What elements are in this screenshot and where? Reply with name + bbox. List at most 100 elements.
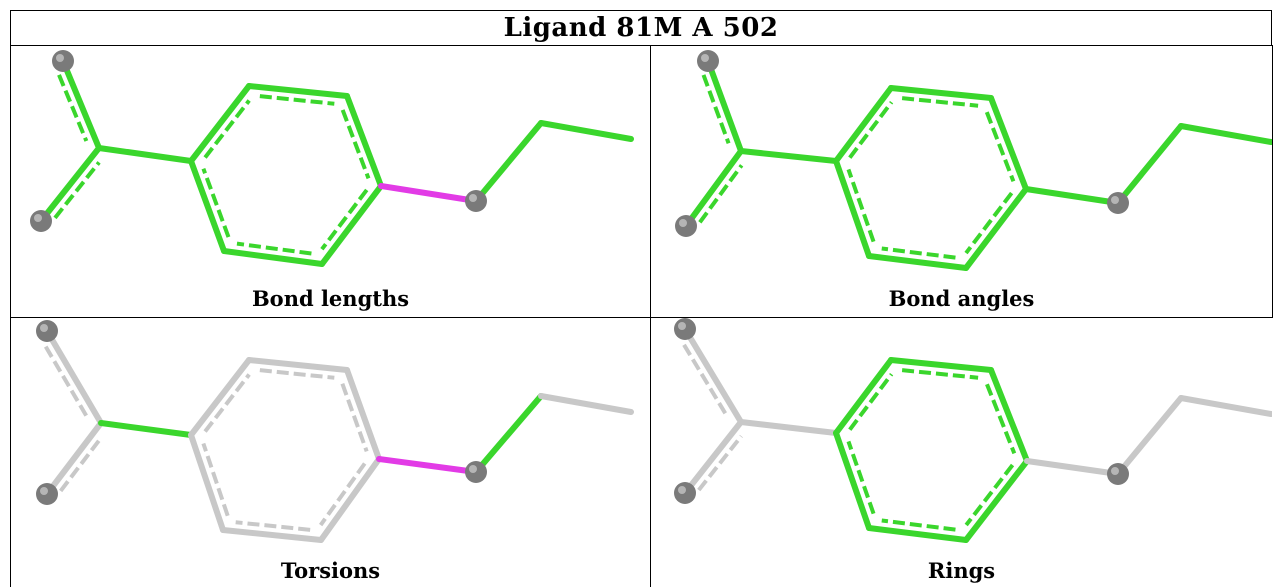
atom-O-sphere	[1107, 463, 1129, 485]
bond-R1-R2-dashed	[848, 372, 894, 431]
bond-A3-R1	[98, 420, 194, 438]
bond-A1-A3	[60, 58, 102, 151]
atom-A2-sphere	[36, 483, 58, 505]
bond-O-C2	[1115, 123, 1184, 206]
atom-A2-sphere	[675, 215, 697, 237]
bond-C2-C3	[1178, 123, 1272, 145]
bond-R5-R6	[220, 527, 324, 543]
bond-R4-R5-dashed	[964, 191, 1014, 255]
atom-A2-highlight	[679, 219, 687, 227]
bond-R6-R1-dashed	[201, 168, 231, 238]
bond-A3-R1	[738, 419, 839, 436]
panel-bond-lengths: Bond lengths	[11, 46, 650, 317]
atom-A2-highlight	[40, 487, 48, 495]
caption-bond-angles: Bond angles	[888, 286, 1035, 311]
atom-O-highlight	[1111, 196, 1119, 204]
atom-O-highlight	[469, 465, 477, 473]
atom-A1-highlight	[701, 54, 709, 62]
bond-R6-R1	[833, 430, 872, 531]
bond-R5-R6-dashed	[881, 246, 956, 260]
bond-R3-R4-dashed	[340, 109, 371, 180]
bond-C2-C3	[1178, 395, 1272, 417]
atom-A1-highlight	[678, 322, 686, 330]
bond-C2-C3	[538, 393, 634, 415]
grid-middle-line	[10, 317, 1273, 318]
bond-R1-R2	[188, 357, 252, 438]
bond-R5-R6-dashed	[881, 518, 956, 532]
bond-R4-O	[376, 456, 479, 475]
bond-R6-R1-dashed	[846, 440, 876, 515]
bond-R3-R4-dashed	[984, 111, 1016, 183]
bond-R1-R2	[188, 83, 252, 164]
bond-C2-C3	[538, 120, 634, 142]
atom-O-sphere	[465, 190, 487, 212]
bond-R2-R3	[888, 357, 994, 373]
bond-A1-A3	[682, 326, 744, 425]
bond-A1-A3	[705, 58, 744, 154]
bond-R4-R5	[963, 186, 1029, 271]
bond-R4-O	[1023, 186, 1121, 206]
bond-R1-R2-dashed	[203, 99, 251, 159]
figure-title: Ligand 81M A 502	[503, 13, 779, 43]
bond-A1-A3-dashed	[43, 345, 89, 418]
atom-A1-highlight	[40, 324, 48, 332]
atom-O-highlight	[1111, 467, 1119, 475]
bond-R2-R3	[246, 83, 350, 99]
bond-A3-R1	[96, 145, 194, 164]
atom-A1-highlight	[56, 54, 64, 62]
atom-O-sphere	[465, 461, 487, 483]
molecule-bond-lengths	[30, 50, 634, 267]
panel-torsions: Torsions	[11, 318, 650, 587]
bond-R1-R2-dashed	[203, 373, 251, 433]
bond-R4-R5-dashed	[320, 188, 369, 251]
bond-A2-A3	[38, 145, 102, 224]
atom-A2-sphere	[30, 210, 52, 232]
bond-A2-A3	[682, 419, 744, 496]
caption-bond-lengths: Bond lengths	[251, 286, 410, 311]
atom-A1-sphere	[52, 50, 74, 72]
atom-A1-sphere	[36, 320, 58, 342]
bond-R4-O	[1024, 458, 1121, 477]
bond-R2-R3	[246, 357, 350, 373]
bond-R5-R6-dashed	[235, 520, 311, 532]
bond-R1-R2-dashed	[848, 100, 894, 159]
bond-O-C2	[1115, 395, 1184, 477]
grid-right-line	[1272, 45, 1273, 317]
panel-grid: Bond lengths Bond angles Torsions Rings	[10, 45, 1273, 587]
bond-R6-R1	[188, 432, 226, 533]
bond-R5-R6-dashed	[236, 241, 312, 256]
molecule-rings	[674, 318, 1272, 543]
grid-center-line	[650, 45, 651, 587]
bond-A1-A3	[44, 328, 104, 426]
bond-R4-R5-dashed	[319, 462, 367, 527]
bond-R6-R1-dashed	[201, 442, 230, 517]
atom-O-sphere	[1107, 192, 1129, 214]
panel-bond-angles: Bond angles	[651, 46, 1272, 317]
bond-R5-R6	[866, 525, 969, 543]
bond-R2-R3-dashed	[259, 94, 335, 106]
bond-R3-R4	[988, 95, 1029, 192]
bond-A1-A3-dashed	[701, 74, 731, 144]
bond-R3-R4-dashed	[985, 383, 1017, 455]
bond-R3-R4-dashed	[340, 383, 369, 453]
bond-R2-R3	[888, 85, 994, 101]
bond-A1-A3-dashed	[682, 343, 729, 417]
bond-R4-O	[378, 183, 479, 204]
bond-A3-R1	[738, 148, 839, 164]
bond-A2-A3	[683, 148, 744, 229]
bond-R2-R3-dashed	[259, 368, 335, 380]
title-bar: Ligand 81M A 502	[10, 10, 1272, 45]
bond-R3-R4	[344, 93, 384, 189]
bond-R4-R5	[319, 183, 384, 267]
atom-A1-sphere	[697, 50, 719, 72]
bond-A1-A3-dashed	[57, 74, 89, 142]
panel-rings: Rings	[651, 318, 1272, 587]
bond-A2-A3-dashed	[697, 434, 743, 492]
atom-A2-highlight	[34, 214, 42, 222]
grid-left-line	[10, 45, 11, 587]
molecule-torsions	[36, 320, 634, 543]
bond-R6-R1	[188, 158, 227, 254]
bond-A2-A3	[44, 420, 104, 497]
caption-torsions: Torsions	[280, 558, 381, 583]
